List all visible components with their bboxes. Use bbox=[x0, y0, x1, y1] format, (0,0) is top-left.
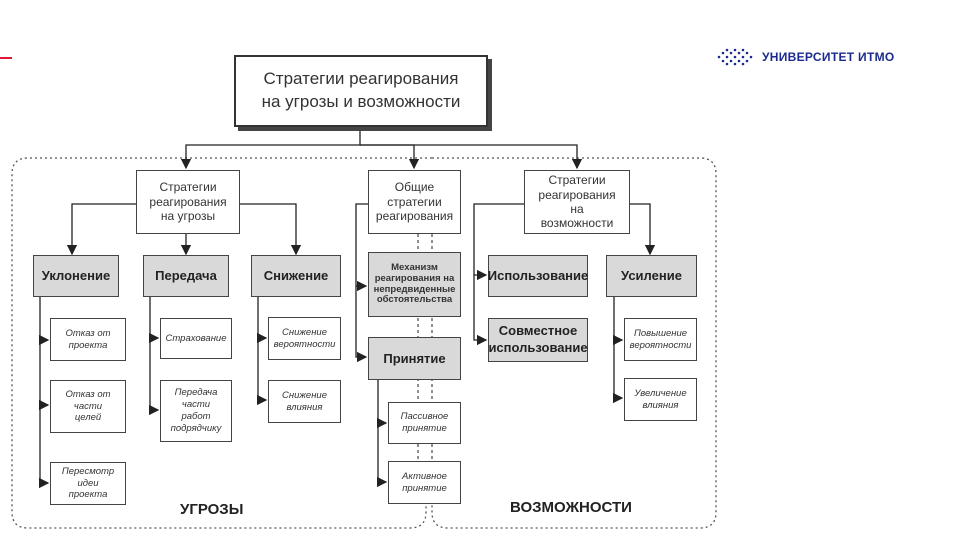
active-acceptance-box: Активное принятие bbox=[388, 461, 461, 504]
threats-label: УГРОЗЫ bbox=[180, 501, 244, 518]
general-strategies-box: Общие стратегии реагирования bbox=[368, 170, 461, 234]
reduce-impact-box: Снижение влияния bbox=[268, 380, 341, 423]
increase-probability-box: Повышение вероятности bbox=[624, 318, 697, 361]
acceptance-box: Принятие bbox=[368, 337, 461, 380]
avoid-goals-box: Отказ от части целей bbox=[50, 380, 126, 433]
opportunities-label: ВОЗМОЖНОСТИ bbox=[510, 499, 632, 516]
insurance-box: Страхование bbox=[160, 318, 232, 359]
revise-idea-box: Пересмотр идеи проекта bbox=[50, 462, 126, 505]
subcontract-box: Передача части работ подрядчику bbox=[160, 380, 232, 442]
opportunities-strategies-box: Стратегии реагирования на возможности bbox=[524, 170, 630, 234]
logo-text: УНИВЕРСИТЕТ ИТМО bbox=[762, 50, 895, 64]
exploit-box: Использование bbox=[488, 255, 588, 297]
threats-region bbox=[11, 157, 432, 529]
itmo-logo: УНИВЕРСИТЕТ ИТМО bbox=[716, 46, 895, 68]
increase-impact-box: Увеличение влияния bbox=[624, 378, 697, 421]
itmo-dots-icon bbox=[717, 48, 753, 66]
transfer-box: Передача bbox=[143, 255, 229, 297]
avoidance-box: Уклонение bbox=[33, 255, 119, 297]
contingency-mechanism-box: Механизм реагирования на непредвиденные … bbox=[368, 252, 461, 317]
mitigation-box: Снижение bbox=[251, 255, 341, 297]
accent-bar bbox=[0, 57, 12, 59]
share-box: Совместное использование bbox=[488, 318, 588, 362]
reduce-probability-box: Снижение вероятности bbox=[268, 317, 341, 360]
avoid-project-box: Отказ от проекта bbox=[50, 318, 126, 361]
diagram-title: Стратегии реагирования на угрозы и возмо… bbox=[234, 55, 488, 127]
passive-acceptance-box: Пассивное принятие bbox=[388, 402, 461, 444]
enhance-box: Усиление bbox=[606, 255, 697, 297]
threats-strategies-box: Стратегии реагирования на угрозы bbox=[136, 170, 240, 234]
